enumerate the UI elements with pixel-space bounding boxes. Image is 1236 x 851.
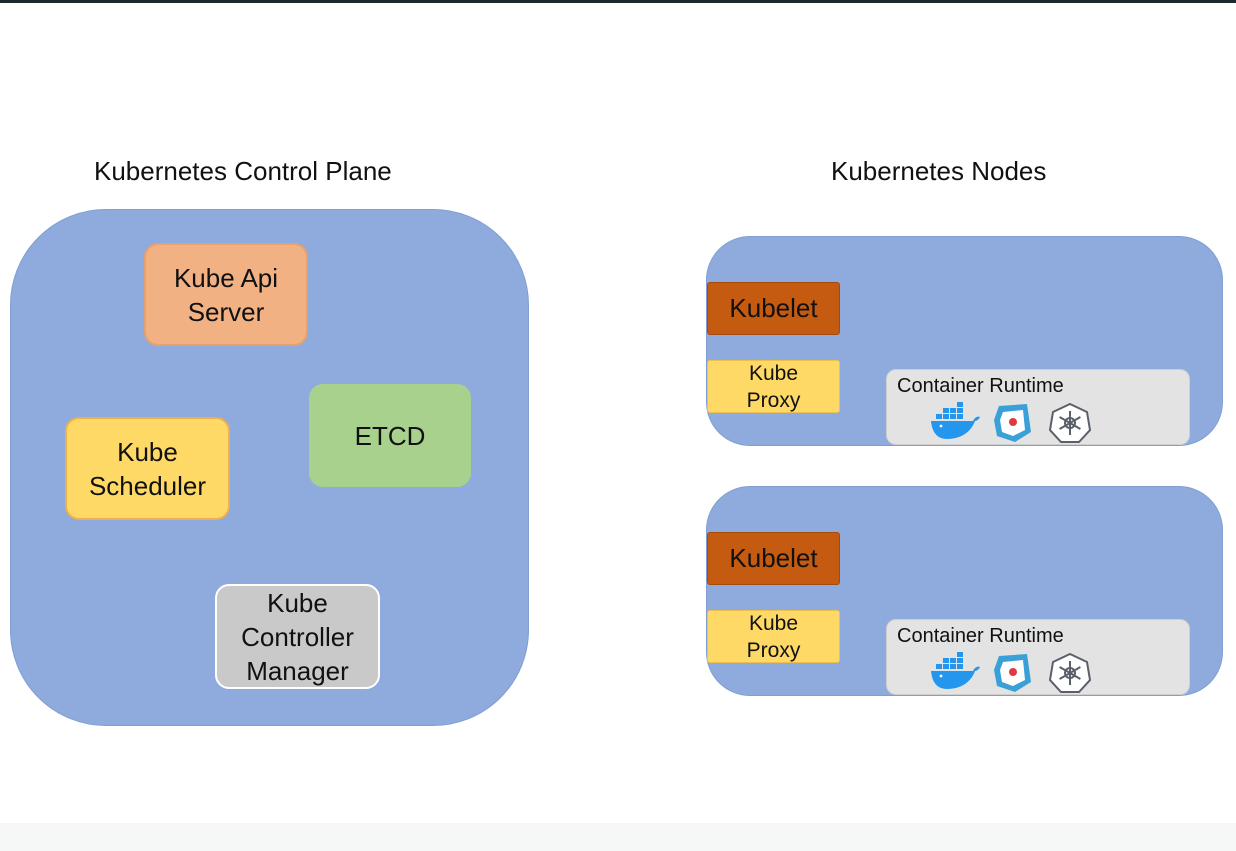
kube-proxy-box: Kube Proxy <box>707 610 840 663</box>
nodes-title: Kubernetes Nodes <box>831 156 1047 186</box>
kube-scheduler-line-1: Kube <box>117 436 178 467</box>
container-runtime-box: Container Runtime <box>886 369 1190 445</box>
top-border <box>0 0 1236 3</box>
control-plane-title: Kubernetes Control Plane <box>94 156 392 186</box>
kube-api-server-line-1: Kube Api <box>173 262 279 293</box>
kube-controller-manager-line-3: Manager <box>246 655 349 686</box>
kube-controller-manager-line-1: Kube <box>267 587 328 618</box>
container-runtime-box: Container Runtime <box>886 619 1190 695</box>
kube-proxy-box: Kube Proxy <box>707 360 840 413</box>
docker-icon <box>931 402 980 439</box>
docker-icon <box>931 652 980 689</box>
kubelet-label: Kubelet <box>729 543 818 573</box>
cri-o-icon <box>1048 402 1092 443</box>
kube-scheduler-line-2: Scheduler <box>88 470 207 501</box>
kube-proxy-line-1: Kube <box>748 361 799 385</box>
kube-scheduler-box: Kube Scheduler <box>65 417 230 520</box>
cri-o-icon <box>1048 652 1092 693</box>
kube-api-server-box: Kube Api Server <box>144 243 308 346</box>
kubernetes-node-1: Kubelet Kube Proxy Container Runtime <box>706 236 1223 446</box>
rkt-icon <box>994 404 1031 442</box>
etcd-box: ETCD <box>309 384 471 487</box>
container-runtime-label: Container Runtime <box>897 625 1064 647</box>
kubelet-box: Kubelet <box>707 532 840 585</box>
kube-proxy-line-1: Kube <box>748 611 799 635</box>
kubernetes-node-2: Kubelet Kube Proxy Container Runtime <box>706 486 1223 696</box>
container-runtime-label: Container Runtime <box>897 375 1064 397</box>
kube-proxy-line-2: Proxy <box>746 638 801 662</box>
rkt-icon <box>994 654 1031 692</box>
kube-proxy-line-2: Proxy <box>746 388 801 412</box>
kube-api-server-line-2: Server <box>187 296 265 327</box>
kubelet-label: Kubelet <box>729 293 818 323</box>
bottom-band <box>0 823 1236 851</box>
etcd-label: ETCD <box>354 420 426 451</box>
kubelet-box: Kubelet <box>707 282 840 335</box>
kube-controller-manager-line-2: Controller <box>241 621 354 652</box>
kube-controller-manager-box: Kube Controller Manager <box>215 584 380 689</box>
